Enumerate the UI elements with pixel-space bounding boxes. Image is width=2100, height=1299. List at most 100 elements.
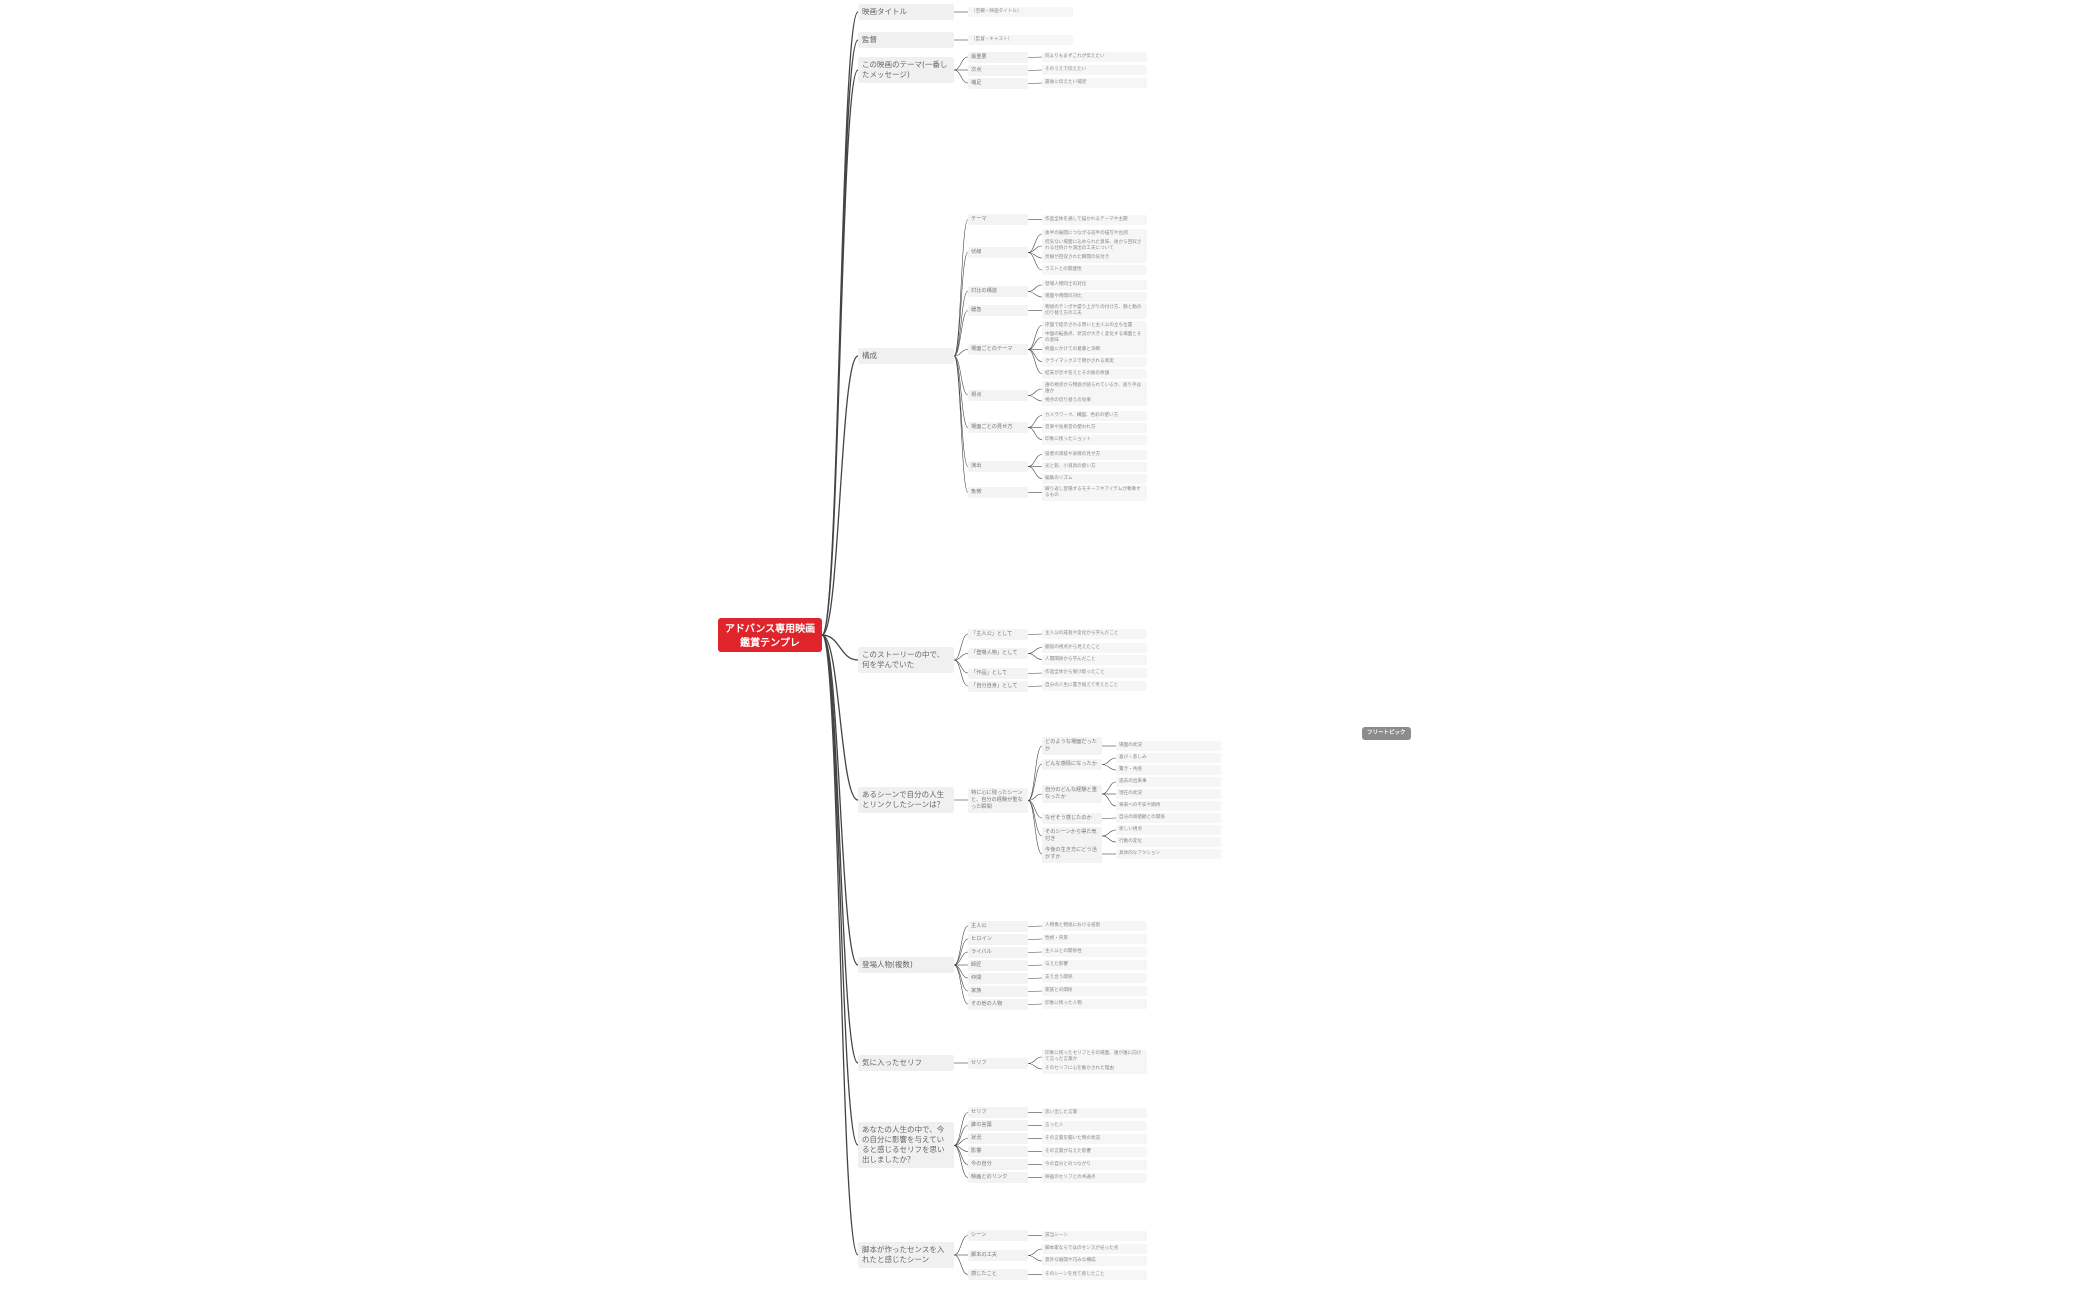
sub-topic[interactable]: 「主人公」として (968, 628, 1028, 640)
main-topic[interactable]: 脚本が作ったセンスを入れたと感じたシーン (858, 1242, 954, 1269)
sub-topic[interactable]: 緩急 (968, 305, 1028, 317)
leaf-topic[interactable]: 光と影、小道具の使い方 (1042, 461, 1147, 472)
leaf-topic[interactable]: 思い出した言葉 (1042, 1107, 1147, 1118)
leaf-topic[interactable]: 具体的なアクション (1116, 849, 1221, 860)
main-topic[interactable]: 映画タイトル (858, 4, 954, 21)
sub-topic[interactable]: 誰の言葉 (968, 1120, 1028, 1132)
sub-topic[interactable]: 伏線 (968, 246, 1028, 258)
leaf-topic[interactable]: ラストとの関連性 (1042, 265, 1147, 276)
main-topic[interactable]: あるシーンで自分の人生とリンクしたシーンは？ (858, 787, 954, 814)
sub-topic[interactable]: 対比の構造 (968, 285, 1028, 297)
sub-topic[interactable]: 「登場人物」として (968, 648, 1028, 660)
sub-topic[interactable]: 脚本の工夫 (968, 1249, 1028, 1261)
leaf-topic[interactable]: 何気ない場面に込められた意味、後から回収される仕掛けや演出の工夫について (1042, 238, 1147, 255)
leaf-topic[interactable]: 過去の出来事 (1116, 777, 1221, 788)
leaf-topic[interactable]: 家族との関係 (1042, 986, 1147, 997)
leaf-topic[interactable]: 最後に伝えたい補足 (1042, 78, 1147, 89)
leaf-topic[interactable]: 誰の視点から物語が語られているか、語り手は誰か (1042, 381, 1147, 398)
leaf-topic[interactable]: 伏線が回収された瞬間の気付き (1042, 253, 1147, 264)
sub-topic[interactable]: 映画とのリンク (968, 1172, 1028, 1184)
leaf-topic[interactable]: 編集のリズム (1042, 473, 1147, 484)
sub-topic[interactable]: テーマ (968, 214, 1028, 226)
leaf-topic[interactable]: 主人公の成長や変化から学んだこと (1042, 629, 1147, 640)
main-topic[interactable]: この映画のテーマ(一番したメッセージ) (858, 57, 954, 84)
sub-topic[interactable]: セリフ (968, 1057, 1028, 1069)
sub-topic[interactable]: 今後の生き方にどう活かすか (1042, 845, 1102, 864)
leaf-topic[interactable]: そのうえで伝えたい (1042, 65, 1147, 76)
sub-topic[interactable]: 今の自分 (968, 1159, 1028, 1171)
leaf-topic[interactable]: 登場人物同士の対比 (1042, 280, 1147, 291)
leaf-topic[interactable]: 人物像と物語における役割 (1042, 921, 1147, 932)
sub-topic[interactable]: 感じたこと (968, 1269, 1028, 1281)
leaf-topic[interactable]: 作品全体から受け取ったこと (1042, 668, 1147, 679)
sub-topic[interactable]: どのような場面だったか (1042, 737, 1102, 756)
leaf-topic[interactable]: 印象に残ったセリフとその場面、誰が誰に向けて言った言葉か (1042, 1049, 1147, 1066)
sub-topic[interactable]: 仲間 (968, 972, 1028, 984)
main-topic[interactable]: あなたの人生の中で、今の自分に影響を与えていると感じるセリフを思い出しましたか？ (858, 1121, 954, 1168)
sub-topic[interactable]: 家族 (968, 985, 1028, 997)
leaf-topic[interactable]: 自分の人生に置き換えて考えたこと (1042, 681, 1147, 692)
leaf-topic[interactable]: 自分の価値観との関係 (1116, 813, 1221, 824)
leaf-topic[interactable]: 主人公との関係性 (1042, 947, 1147, 958)
leaf-topic[interactable]: そのシーンを見て感じたこと (1042, 1269, 1147, 1280)
sub-topic[interactable]: 師匠 (968, 959, 1028, 971)
sub-topic[interactable]: ヒロイン (968, 933, 1028, 945)
leaf-topic[interactable]: 今の自分とのつながり (1042, 1159, 1147, 1170)
sub-topic[interactable]: 最重要 (968, 51, 1028, 63)
leaf-topic[interactable]: 性格・背景 (1042, 934, 1147, 945)
leaf-topic[interactable]: 与えた影響 (1042, 960, 1147, 971)
leaf-topic[interactable]: 映画のセリフとの共通点 (1042, 1172, 1147, 1183)
leaf-topic[interactable]: （監督・キャスト） (968, 35, 1073, 46)
sub-topic[interactable]: ライバル (968, 946, 1028, 958)
leaf-topic[interactable]: 音楽や効果音の使われ方 (1042, 422, 1147, 433)
leaf-topic[interactable]: その言葉が与えた影響 (1042, 1146, 1147, 1157)
free-topic[interactable]: フリートピック (1362, 727, 1411, 741)
leaf-topic[interactable]: そのセリフに心を動かされた理由 (1042, 1064, 1147, 1075)
leaf-topic[interactable]: 新しい視点 (1116, 825, 1221, 836)
leaf-topic[interactable]: 繰り返し登場するモチーフやアイテムが象徴するもの (1042, 484, 1147, 501)
sub-topic[interactable]: 場面ごとの見せ方 (968, 422, 1028, 434)
leaf-topic[interactable]: 驚き・共感 (1116, 765, 1221, 776)
leaf-topic[interactable]: 喜び・悲しみ (1116, 753, 1221, 764)
leaf-topic[interactable]: 印象に残ったショット (1042, 434, 1147, 445)
leaf-topic[interactable]: 何よりもまずこれが伝えたい (1042, 52, 1147, 63)
leaf-topic[interactable]: 場面や時間の対比 (1042, 292, 1147, 303)
sub-topic[interactable]: 演出 (968, 461, 1028, 473)
main-topic[interactable]: このストーリーの中で、何を学んでいた (858, 647, 954, 674)
leaf-topic[interactable]: 該当シーン (1042, 1230, 1147, 1241)
leaf-topic[interactable]: 序盤で提示される問いと主人公の立ち位置 (1042, 320, 1147, 331)
leaf-topic[interactable]: 印象に残った人物 (1042, 999, 1147, 1010)
main-topic[interactable]: 構成 (858, 348, 954, 365)
sub-topic[interactable]: 「自分自身」として (968, 680, 1028, 692)
leaf-topic[interactable]: 将来への不安や期待 (1116, 801, 1221, 812)
leaf-topic[interactable]: 役者の演技や表情の見せ方 (1042, 449, 1147, 460)
sub-topic[interactable]: 視点 (968, 389, 1028, 401)
sub-topic[interactable]: どんな感情になったか (1042, 758, 1102, 770)
leaf-topic[interactable]: 後半の展開につながる前半の描写や台詞 (1042, 229, 1147, 240)
leaf-topic[interactable]: （空欄・映画タイトル） (968, 7, 1073, 18)
sub-topic[interactable]: 象徴 (968, 487, 1028, 499)
leaf-topic[interactable]: 視点の切り替えの効果 (1042, 396, 1147, 407)
sub-topic[interactable]: シーン (968, 1230, 1028, 1242)
leaf-topic[interactable]: 意外な展開や巧みな構成 (1042, 1256, 1147, 1267)
leaf-topic[interactable]: 現在の状況 (1116, 789, 1221, 800)
leaf-topic[interactable]: 物語のテンポや盛り上がりの付け方、静と動の切り替え方の工夫 (1042, 302, 1147, 319)
sub-topic[interactable]: 特に心に残ったシーンと、自分の経験が重なった瞬間 (968, 787, 1028, 813)
leaf-topic[interactable]: 言った人 (1042, 1120, 1147, 1131)
leaf-topic[interactable]: 場面の状況 (1116, 741, 1221, 752)
leaf-topic[interactable]: 脇役の視点から見えたこと (1042, 642, 1147, 653)
leaf-topic[interactable]: 終盤にかけての葛藤と決断 (1042, 344, 1147, 355)
sub-topic[interactable]: 補足 (968, 77, 1028, 89)
leaf-topic[interactable]: 脚本家ならではのセンスが光った点 (1042, 1244, 1147, 1255)
leaf-topic[interactable]: 結末が示す答えとその後の余韻 (1042, 368, 1147, 379)
root-topic[interactable]: アドバンス専用映画鑑賞テンプレ (718, 618, 822, 652)
leaf-topic[interactable]: カメラワーク、構図、色彩の使い方 (1042, 410, 1147, 421)
sub-topic[interactable]: セリフ (968, 1107, 1028, 1119)
sub-topic[interactable]: 主人公 (968, 920, 1028, 932)
sub-topic[interactable]: 場面ごとのテーマ (968, 344, 1028, 356)
sub-topic[interactable]: 自分のどんな経験と重なったか (1042, 785, 1102, 804)
sub-topic[interactable]: 「作品」として (968, 667, 1028, 679)
sub-topic[interactable]: そのシーンから得た気付き (1042, 827, 1102, 846)
leaf-topic[interactable]: クライマックスで明かされる真実 (1042, 356, 1147, 367)
